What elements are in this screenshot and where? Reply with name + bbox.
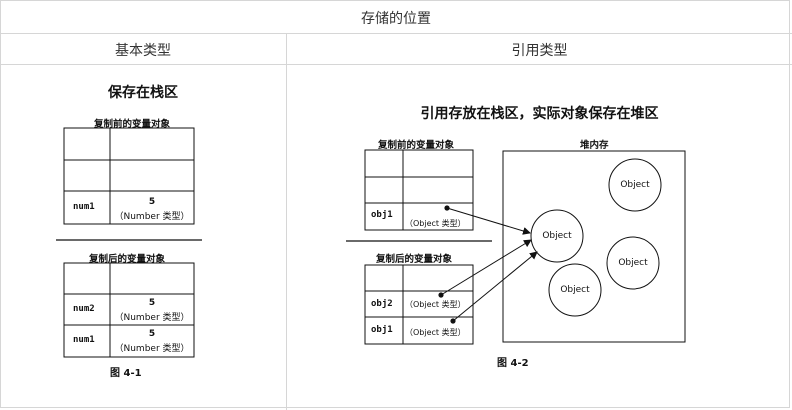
arrow-before bbox=[446, 207, 531, 235]
heap-object-label-2: Object bbox=[542, 231, 572, 241]
right-before-table bbox=[364, 149, 474, 231]
left-after-var-name-1: num2 bbox=[73, 304, 95, 314]
table-title: 存储的位置 bbox=[361, 11, 431, 27]
left-before-var-value: 5 bbox=[148, 197, 156, 207]
left-before-var-type: （Number 类型） bbox=[114, 212, 190, 222]
right-after-var-type-1: （Object 类型） bbox=[405, 300, 466, 309]
column-divider bbox=[286, 33, 287, 410]
subheader-divider bbox=[0, 64, 792, 65]
heap-object-label-1: Object bbox=[620, 180, 650, 190]
right-before-caption: 复制前的变量对象 bbox=[378, 140, 455, 151]
arrow-obj1 bbox=[452, 251, 538, 322]
column-header-basic: 基本类型 bbox=[115, 43, 171, 59]
heap-object-label-3: Object bbox=[618, 258, 648, 268]
heap-heading: 引用存放在栈区，实际对象保存在堆区 bbox=[420, 106, 659, 122]
heap-object-3 bbox=[606, 236, 660, 290]
right-after-var-type-2: （Object 类型） bbox=[405, 328, 466, 337]
left-before-var-name: num1 bbox=[73, 202, 95, 212]
right-after-caption: 复制后的变量对象 bbox=[376, 254, 453, 265]
figure-4-2-label: 图 4-2 bbox=[497, 358, 529, 369]
left-after-var-type-1: （Number 类型） bbox=[114, 313, 190, 323]
left-after-caption: 复制后的变量对象 bbox=[89, 254, 166, 265]
heap-object-4 bbox=[548, 263, 602, 317]
left-after-var-type-2: （Number 类型） bbox=[114, 344, 190, 354]
heap-object-1 bbox=[608, 158, 662, 212]
right-before-var-type: （Object 类型） bbox=[405, 219, 466, 228]
left-after-var-value-2: 5 bbox=[148, 329, 156, 339]
arrow-obj2 bbox=[440, 239, 532, 296]
header-divider bbox=[0, 33, 792, 34]
right-after-var-name-2: obj1 bbox=[371, 325, 393, 335]
column-header-reference: 引用类型 bbox=[511, 43, 568, 59]
stack-heading: 保存在栈区 bbox=[108, 85, 178, 101]
left-before-table bbox=[63, 127, 195, 225]
left-after-var-name-2: num1 bbox=[73, 335, 95, 345]
heap-object-label-4: Object bbox=[560, 285, 590, 295]
heap-box bbox=[502, 150, 686, 343]
heap-label: 堆内存 bbox=[580, 140, 609, 151]
right-before-var-name: obj1 bbox=[371, 210, 393, 220]
left-after-var-value-1: 5 bbox=[148, 298, 156, 308]
left-after-table bbox=[63, 262, 195, 358]
figure-4-1-label: 图 4-1 bbox=[110, 368, 142, 379]
heap-object-2 bbox=[530, 209, 584, 263]
right-after-var-name-1: obj2 bbox=[371, 299, 393, 309]
left-before-caption: 复制前的变量对象 bbox=[94, 119, 171, 130]
